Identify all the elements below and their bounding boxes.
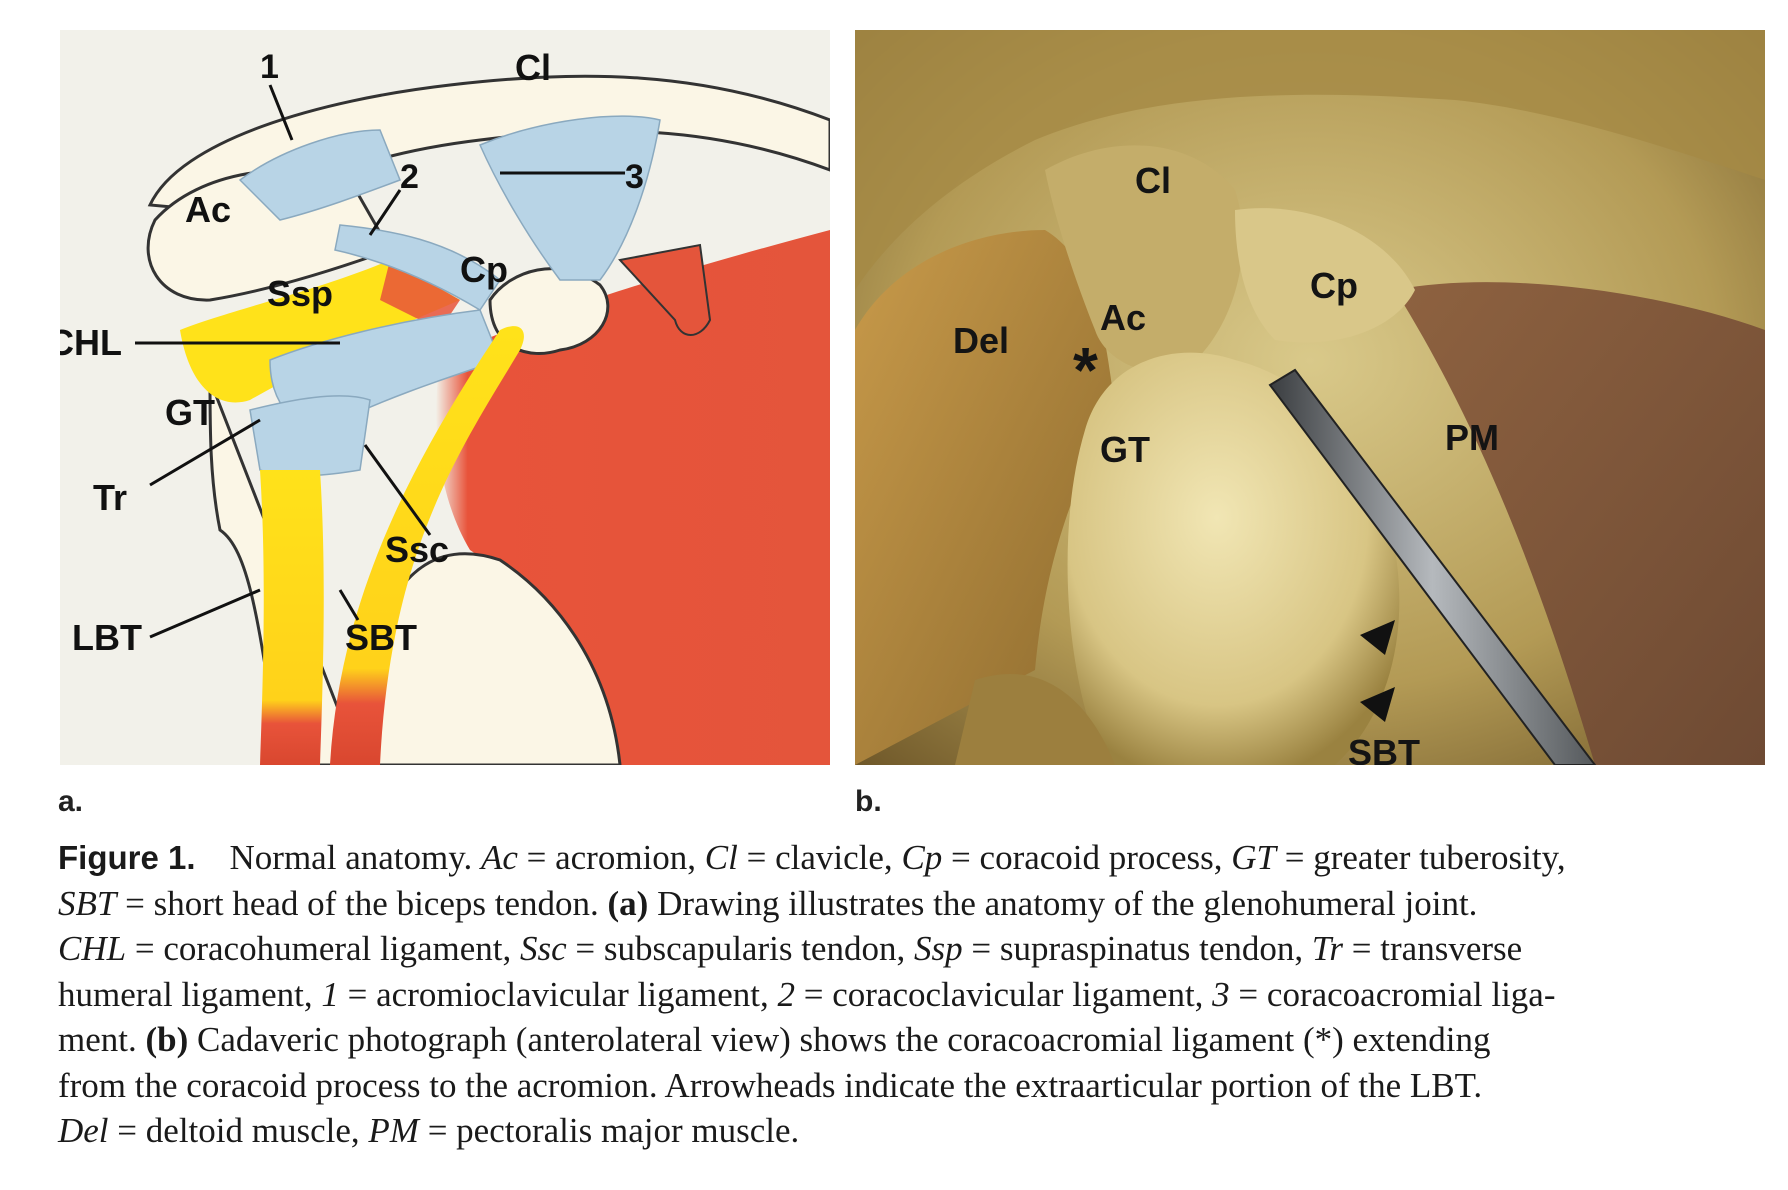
- abbr-cl: Cl: [704, 838, 738, 877]
- coracoacromial-ligament: [479, 115, 661, 281]
- label-3: 3: [625, 158, 644, 196]
- marker-a: (a): [607, 883, 649, 923]
- label-ac: Ac: [185, 189, 231, 230]
- figure-caption: Figure 1.Normal anatomy. Ac = acromion, …: [58, 835, 1758, 1154]
- label-ssc: Ssc: [385, 529, 449, 570]
- def-1: = acromioclavicular ligament,: [338, 974, 778, 1014]
- arrowhead-upper: [1360, 620, 1395, 655]
- caption-line4-start: humeral ligament,: [58, 974, 322, 1014]
- def-3: = coracoacromial liga-: [1229, 974, 1556, 1014]
- label-sbt: SBT: [345, 617, 417, 658]
- def-del: = deltoid muscle,: [108, 1111, 369, 1150]
- abbr-tr: Tr: [1311, 929, 1344, 968]
- abbr-2: 2: [777, 974, 795, 1014]
- def-chl: = coracohumeral ligament,: [126, 929, 520, 968]
- def-gt: = greater tuberosity,: [1276, 838, 1566, 877]
- lower-tissue: [955, 673, 1115, 765]
- panel-letter-b: b.: [855, 785, 882, 818]
- caption-line6: from the coracoid process to the acromio…: [58, 1065, 1483, 1105]
- figure-label: Figure 1.: [58, 839, 196, 876]
- acromioclavicular-ligament: [238, 129, 401, 221]
- abbr-cp: Cp: [901, 838, 943, 877]
- caption-b-text2: ) extending: [1332, 1020, 1491, 1059]
- label-1: 1: [260, 48, 279, 86]
- photo-label-pm: PM: [1445, 417, 1499, 458]
- def-tr: = transverse: [1343, 929, 1523, 968]
- subscapularis-muscle: [436, 230, 830, 765]
- photo-label-del: Del: [953, 320, 1009, 361]
- abbr-ssp: Ssp: [913, 929, 963, 968]
- label-ssp: Ssp: [267, 273, 333, 314]
- transverse-humeral-ligament: [249, 395, 371, 477]
- caption-intro: Normal anatomy.: [229, 838, 473, 877]
- photo-label-cl: Cl: [1135, 160, 1171, 201]
- marker-b: (b): [145, 1020, 189, 1059]
- arrowhead-lower: [1360, 687, 1395, 722]
- def-ssc: = subscapularis tendon,: [566, 929, 914, 968]
- label-cl: Cl: [515, 47, 551, 88]
- caption-asterisk: *: [1314, 1020, 1333, 1059]
- supraspinatus-muscle: [380, 260, 460, 330]
- def-pm: = pectoralis major muscle.: [418, 1111, 800, 1150]
- acromion-clavicle-tissue: [1045, 145, 1243, 373]
- abbr-ac: Ac: [480, 838, 518, 877]
- deltoid-tissue: [855, 230, 1115, 765]
- coracoclavicular-ligament: [334, 224, 502, 312]
- panel-b-photograph: Cl Cp Ac * Del GT PM SBT: [855, 30, 1765, 765]
- abbr-chl: CHL: [58, 929, 127, 968]
- forceps-instrument: [1268, 368, 1597, 765]
- label-cp: Cp: [460, 249, 508, 290]
- panel-letter-a: a.: [58, 785, 84, 818]
- abbr-del: Del: [58, 1111, 109, 1150]
- leader-lines: [135, 84, 625, 639]
- label-lbt: LBT: [72, 617, 142, 658]
- cadaveric-photograph: Cl Cp Ac * Del GT PM SBT: [855, 30, 1765, 765]
- coracoid-tissue: [1235, 208, 1415, 343]
- abbr-pm: PM: [368, 1111, 419, 1150]
- abbr-sbt: SBT: [58, 883, 117, 923]
- pectoralis-major-tissue: [1395, 282, 1765, 765]
- def-cp: = coracoid process,: [942, 838, 1232, 877]
- def-ssp: = supraspinatus tendon,: [962, 929, 1312, 968]
- label-chl: CHL: [60, 322, 122, 363]
- def-2: = coracoclavicular ligament,: [794, 974, 1213, 1014]
- photo-label-cp: Cp: [1310, 265, 1358, 306]
- photo-label-sbt: SBT: [1348, 732, 1420, 765]
- abbr-1: 1: [321, 974, 339, 1014]
- panel-a-drawing: 1 Cl 2 3 Ac Cp Ssp CHL GT Tr Ssc LBT SBT: [60, 30, 830, 765]
- label-gt: GT: [165, 392, 215, 433]
- clavicle-bone: [147, 74, 830, 217]
- pectoralis-minor-muscle: [618, 243, 712, 336]
- label-2: 2: [400, 158, 419, 196]
- label-tr: Tr: [93, 477, 127, 518]
- abbr-3: 3: [1212, 974, 1230, 1014]
- def-cl: = clavicle,: [737, 838, 902, 877]
- photo-label-ac: Ac: [1100, 297, 1146, 338]
- abbr-ssc: Ssc: [519, 929, 567, 968]
- caption-b-text: Cadaveric photograph (anterolateral view…: [188, 1020, 1315, 1059]
- photo-upper-tissue: [855, 30, 1765, 290]
- abbr-gt: GT: [1231, 838, 1276, 877]
- photo-label-gt: GT: [1100, 429, 1150, 470]
- caption-a-text: Drawing illustrates the anatomy of the g…: [648, 883, 1478, 923]
- def-sbt: = short head of the biceps tendon.: [116, 883, 608, 923]
- def-ac: = acromion,: [517, 838, 705, 877]
- humeral-head-tissue: [1067, 352, 1400, 765]
- short-head-biceps-tendon: [330, 326, 524, 765]
- shoulder-anatomy-drawing: 1 Cl 2 3 Ac Cp Ssp CHL GT Tr Ssc LBT SBT: [60, 30, 830, 765]
- photo-label-asterisk: *: [1073, 334, 1098, 406]
- long-head-biceps-tendon: [260, 470, 324, 765]
- caption-line5-start: ment.: [58, 1020, 146, 1059]
